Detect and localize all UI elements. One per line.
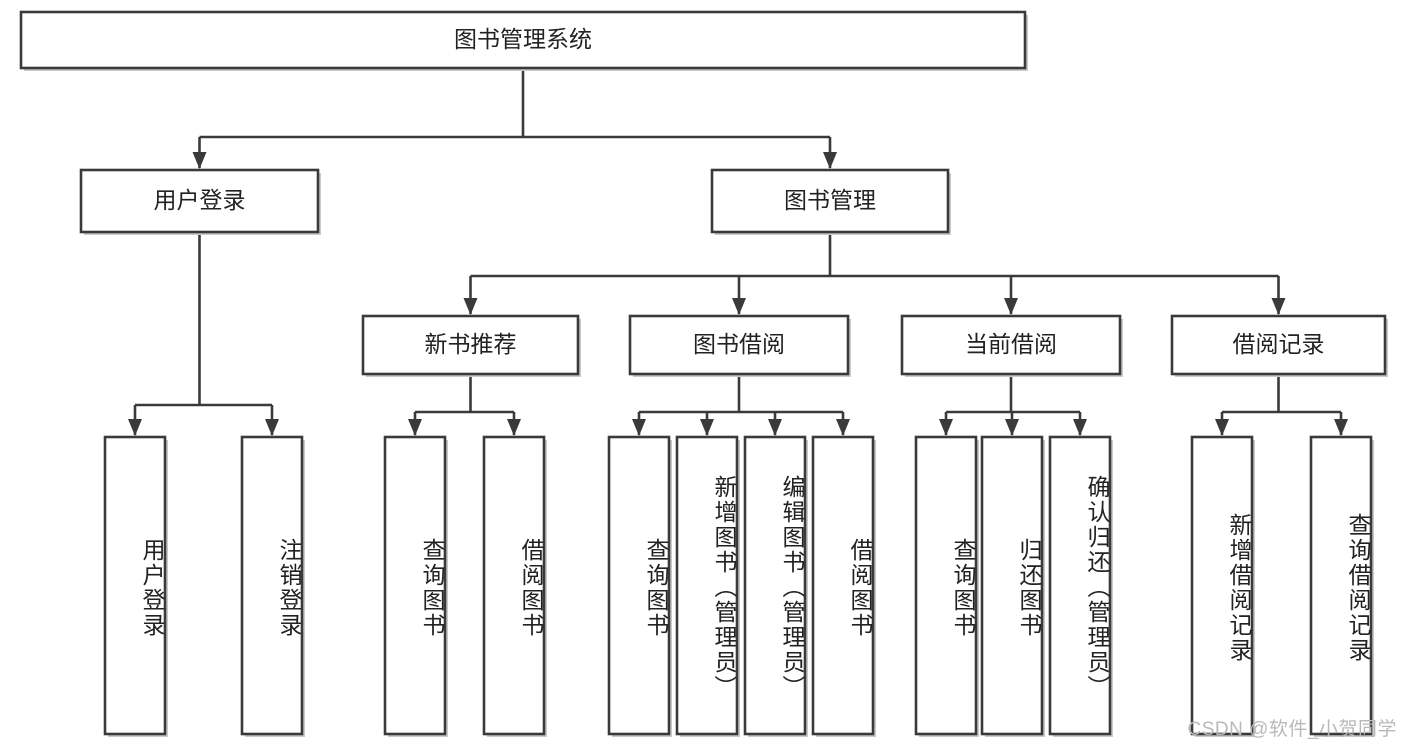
node-label-level3-0: 新书推荐 — [425, 331, 517, 357]
arrow-head-icon — [768, 419, 782, 436]
arrow-head-icon — [463, 298, 478, 315]
arrow-head-icon — [823, 152, 837, 169]
node-leaf-10[interactable] — [1048, 435, 1112, 736]
node-leaf-9[interactable] — [980, 435, 1044, 736]
arrow-head-icon — [1004, 298, 1018, 315]
node-level2-1[interactable] — [710, 168, 950, 234]
node-leaf-11[interactable] — [1190, 435, 1254, 736]
node-level3-1[interactable] — [628, 314, 850, 376]
node-label-level3-2: 当前借阅 — [965, 331, 1057, 357]
arrow-head-icon — [192, 152, 207, 169]
node-leaf-8[interactable] — [914, 435, 978, 736]
arrow-head-icon — [1334, 419, 1348, 436]
arrow-head-icon — [939, 419, 953, 436]
node-level3-0[interactable] — [361, 314, 580, 376]
node-leaf-3[interactable] — [482, 435, 546, 736]
node-leaf-7[interactable] — [811, 435, 875, 736]
node-root-图书管理系统[interactable] — [19, 10, 1027, 70]
arrow-head-icon — [1271, 298, 1286, 315]
arrow-head-icon — [700, 419, 714, 436]
node-label-root: 图书管理系统 — [454, 26, 592, 52]
edges-layer — [128, 68, 1348, 436]
arrow-head-icon — [632, 419, 646, 436]
node-leaf-2[interactable] — [383, 435, 447, 736]
arrow-head-icon — [128, 419, 142, 436]
arrow-head-icon — [507, 419, 521, 436]
node-label-level3-3: 借阅记录 — [1233, 331, 1325, 357]
node-level2-0[interactable] — [79, 168, 320, 234]
arrow-head-icon — [732, 298, 746, 315]
arrow-head-icon — [836, 419, 850, 436]
node-label-level3-1: 图书借阅 — [693, 331, 785, 357]
node-leaf-0[interactable] — [103, 435, 167, 736]
node-label-level2-0: 用户登录 — [154, 187, 246, 213]
node-leaf-1[interactable] — [240, 435, 304, 736]
node-leaf-6[interactable] — [743, 435, 807, 736]
node-level3-3[interactable] — [1170, 314, 1387, 376]
watermark-text: CSDN @软件_小贺同学 — [1187, 719, 1397, 740]
node-label-level2-1: 图书管理 — [784, 187, 876, 213]
nodes-layer — [19, 10, 1388, 737]
node-leaf-4[interactable] — [607, 435, 671, 736]
arrow-head-icon — [1005, 419, 1019, 436]
arrow-head-icon — [408, 419, 422, 436]
arrow-head-icon — [265, 419, 279, 436]
arrow-head-icon — [1073, 419, 1087, 436]
node-leaf-12[interactable] — [1309, 435, 1373, 736]
node-level3-2[interactable] — [900, 314, 1122, 376]
node-leaf-5[interactable] — [675, 435, 739, 736]
arrow-head-icon — [1215, 419, 1229, 436]
